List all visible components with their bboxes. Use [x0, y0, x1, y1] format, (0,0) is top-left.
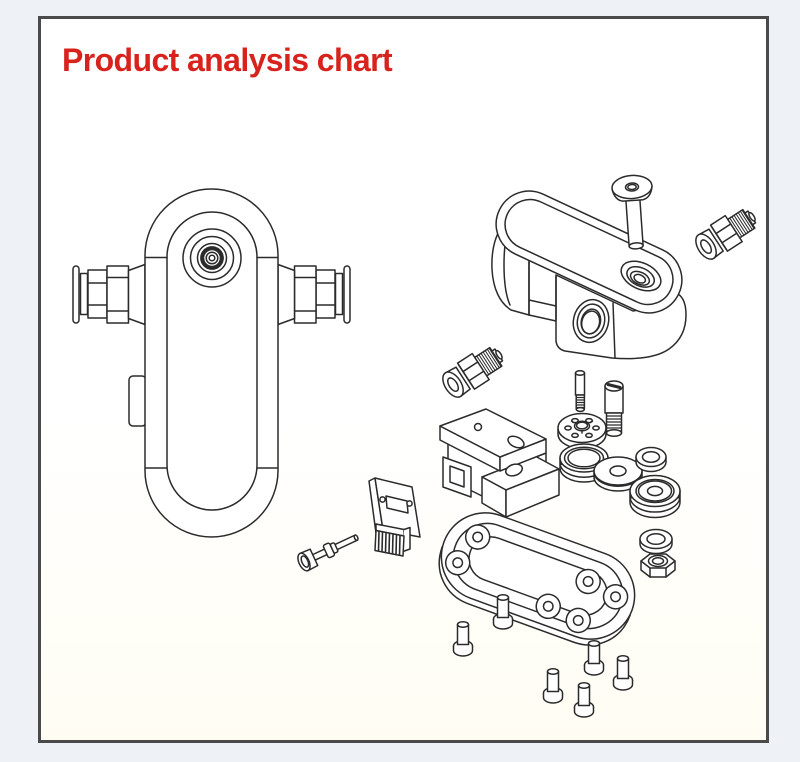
pulley-wheel: [629, 474, 681, 519]
flat-disc-washer: [593, 456, 643, 492]
indicator-lens: [182, 228, 242, 288]
spring-pin: [574, 370, 586, 413]
mounting-screw: [612, 654, 634, 691]
mounting-screw: [583, 639, 605, 676]
switch-block: [439, 408, 560, 518]
mounting-screw: [573, 681, 595, 718]
spacer-ring: [635, 446, 667, 473]
push-in-fitting-left: [72, 263, 146, 326]
top-cover-block: [491, 190, 687, 360]
hex-nut: [640, 553, 676, 578]
oval-base-plate: [438, 512, 636, 646]
mounting-screw: [452, 620, 474, 657]
flat-washer: [639, 528, 673, 555]
perforated-rotor-disc: [557, 412, 607, 450]
assembled-product-view: [72, 188, 351, 538]
push-in-fitting-right: [277, 263, 351, 326]
side-tab: [128, 375, 147, 427]
threaded-fitting-mid-left: [437, 339, 510, 403]
ribbed-connector: [374, 523, 411, 557]
long-socket-screw: [297, 534, 359, 572]
slotted-stud: [604, 380, 624, 437]
base-plate-bosses: [444, 524, 629, 634]
cover-counterbore-hole: [620, 260, 662, 292]
button-head-screw: [611, 174, 653, 250]
main-housing: [144, 188, 279, 538]
mounting-screw: [542, 667, 564, 704]
threaded-fitting-upper-right: [690, 201, 763, 265]
cover-port-boss: [572, 298, 610, 344]
chart-title: Product analysis chart: [62, 42, 393, 78]
connector-bracket: [368, 477, 421, 557]
